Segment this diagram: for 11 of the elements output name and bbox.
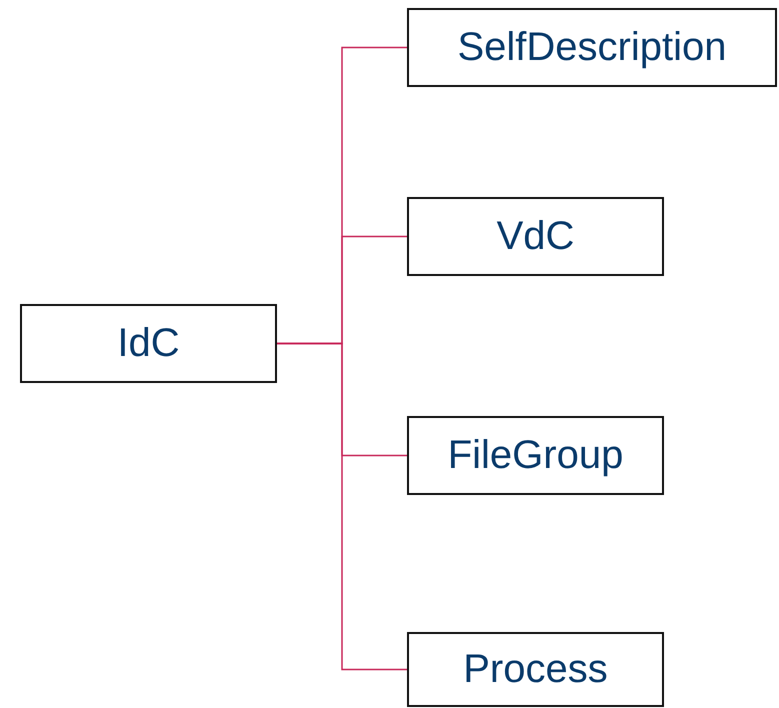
- box-label: SelfDescription: [457, 25, 726, 70]
- box-label: FileGroup: [448, 433, 624, 478]
- box-label: IdC: [117, 321, 180, 366]
- box-label: Process: [463, 647, 608, 692]
- process-box: [407, 632, 664, 707]
- process-box: [20, 304, 277, 383]
- process-box: [407, 8, 777, 87]
- connector-line: [277, 342, 407, 670]
- process-box: [407, 197, 664, 276]
- process-box: [407, 416, 664, 495]
- box-label: VdC: [496, 214, 574, 259]
